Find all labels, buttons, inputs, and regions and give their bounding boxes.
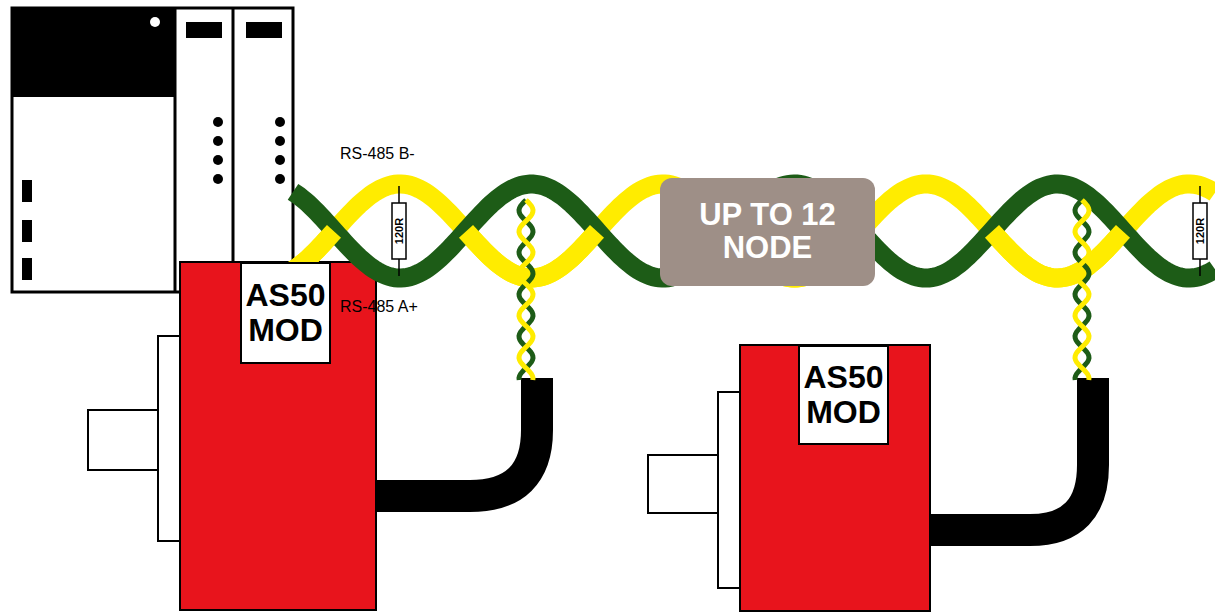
encoder-2	[648, 345, 1093, 611]
group-box: UP TO 12 NODE	[660, 178, 875, 286]
wire	[519, 200, 533, 380]
resistor-value: 120R	[1194, 218, 1206, 244]
wire	[519, 200, 533, 380]
encoder-1	[88, 262, 537, 610]
wire	[1075, 200, 1089, 380]
signal-name: RS-485 A+	[340, 298, 418, 316]
encoder-label: AS50 MOD	[798, 345, 889, 445]
resistor-symbol	[1193, 186, 1207, 276]
wire	[992, 231, 1123, 278]
wire	[1075, 200, 1089, 380]
resistor-symbol	[392, 186, 406, 276]
resistor-value: 120R	[393, 218, 405, 244]
signal-name: RS-485 B-	[340, 145, 415, 163]
node-text: UP TO 12 NODE	[660, 199, 875, 264]
node-text: AS50 MOD	[242, 278, 329, 348]
encoder-label: AS50 MOD	[240, 262, 331, 364]
node-text: AS50 MOD	[800, 360, 887, 430]
plc-controller	[12, 8, 293, 292]
